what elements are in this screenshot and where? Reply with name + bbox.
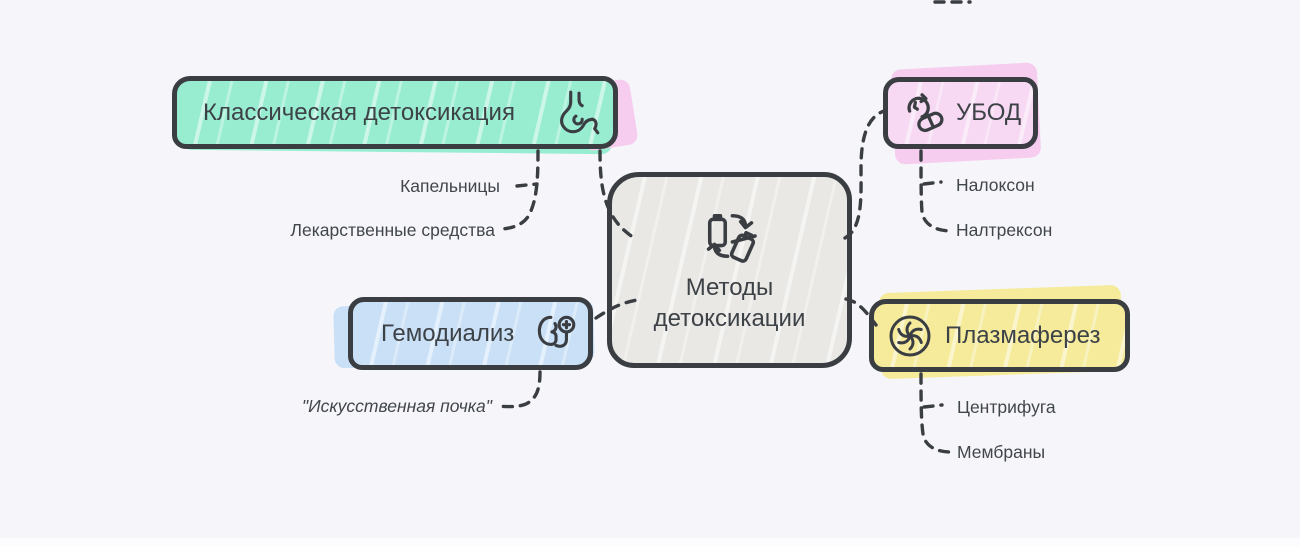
node-classic-detox[interactable]: Классическая детоксикация bbox=[172, 76, 618, 149]
node-classic-detox-label: Классическая детоксикация bbox=[203, 98, 515, 126]
bottom-strip bbox=[0, 538, 1300, 546]
leaf-membranes[interactable]: Мембраны bbox=[957, 442, 1046, 462]
leaf-medications[interactable]: Лекарственные средства bbox=[290, 220, 495, 240]
node-plasmapheresis-label: Плазмаферез bbox=[945, 321, 1101, 349]
leaf-naltrexone[interactable]: Налтрексон bbox=[956, 220, 1053, 240]
kidney-dialysis-icon bbox=[530, 309, 580, 359]
node-ubod[interactable]: УБОД bbox=[883, 77, 1038, 149]
node-hemodialysis[interactable]: Гемодиализ bbox=[348, 297, 593, 370]
leaf-drips[interactable]: Капельницы bbox=[400, 176, 500, 196]
leaf-artificial-kidney[interactable]: "Искусственная почка" bbox=[301, 396, 492, 416]
node-hemodialysis-label: Гемодиализ bbox=[381, 319, 515, 347]
battery-swap-icon bbox=[699, 205, 761, 267]
leaf-naloxone[interactable]: Налоксон bbox=[956, 175, 1035, 195]
node-center-label: Методы детоксикации bbox=[653, 274, 806, 332]
node-ubod-label: УБОД bbox=[956, 99, 1022, 126]
stomach-icon bbox=[553, 87, 603, 139]
rapid-pill-icon bbox=[901, 90, 947, 136]
leaf-centrifuge[interactable]: Центрифуга bbox=[957, 397, 1056, 417]
node-plasmapheresis[interactable]: Плазмаферез bbox=[869, 299, 1130, 372]
node-center-methods[interactable]: Методы детоксикации bbox=[607, 172, 852, 368]
centrifuge-swirl-icon bbox=[886, 312, 934, 360]
